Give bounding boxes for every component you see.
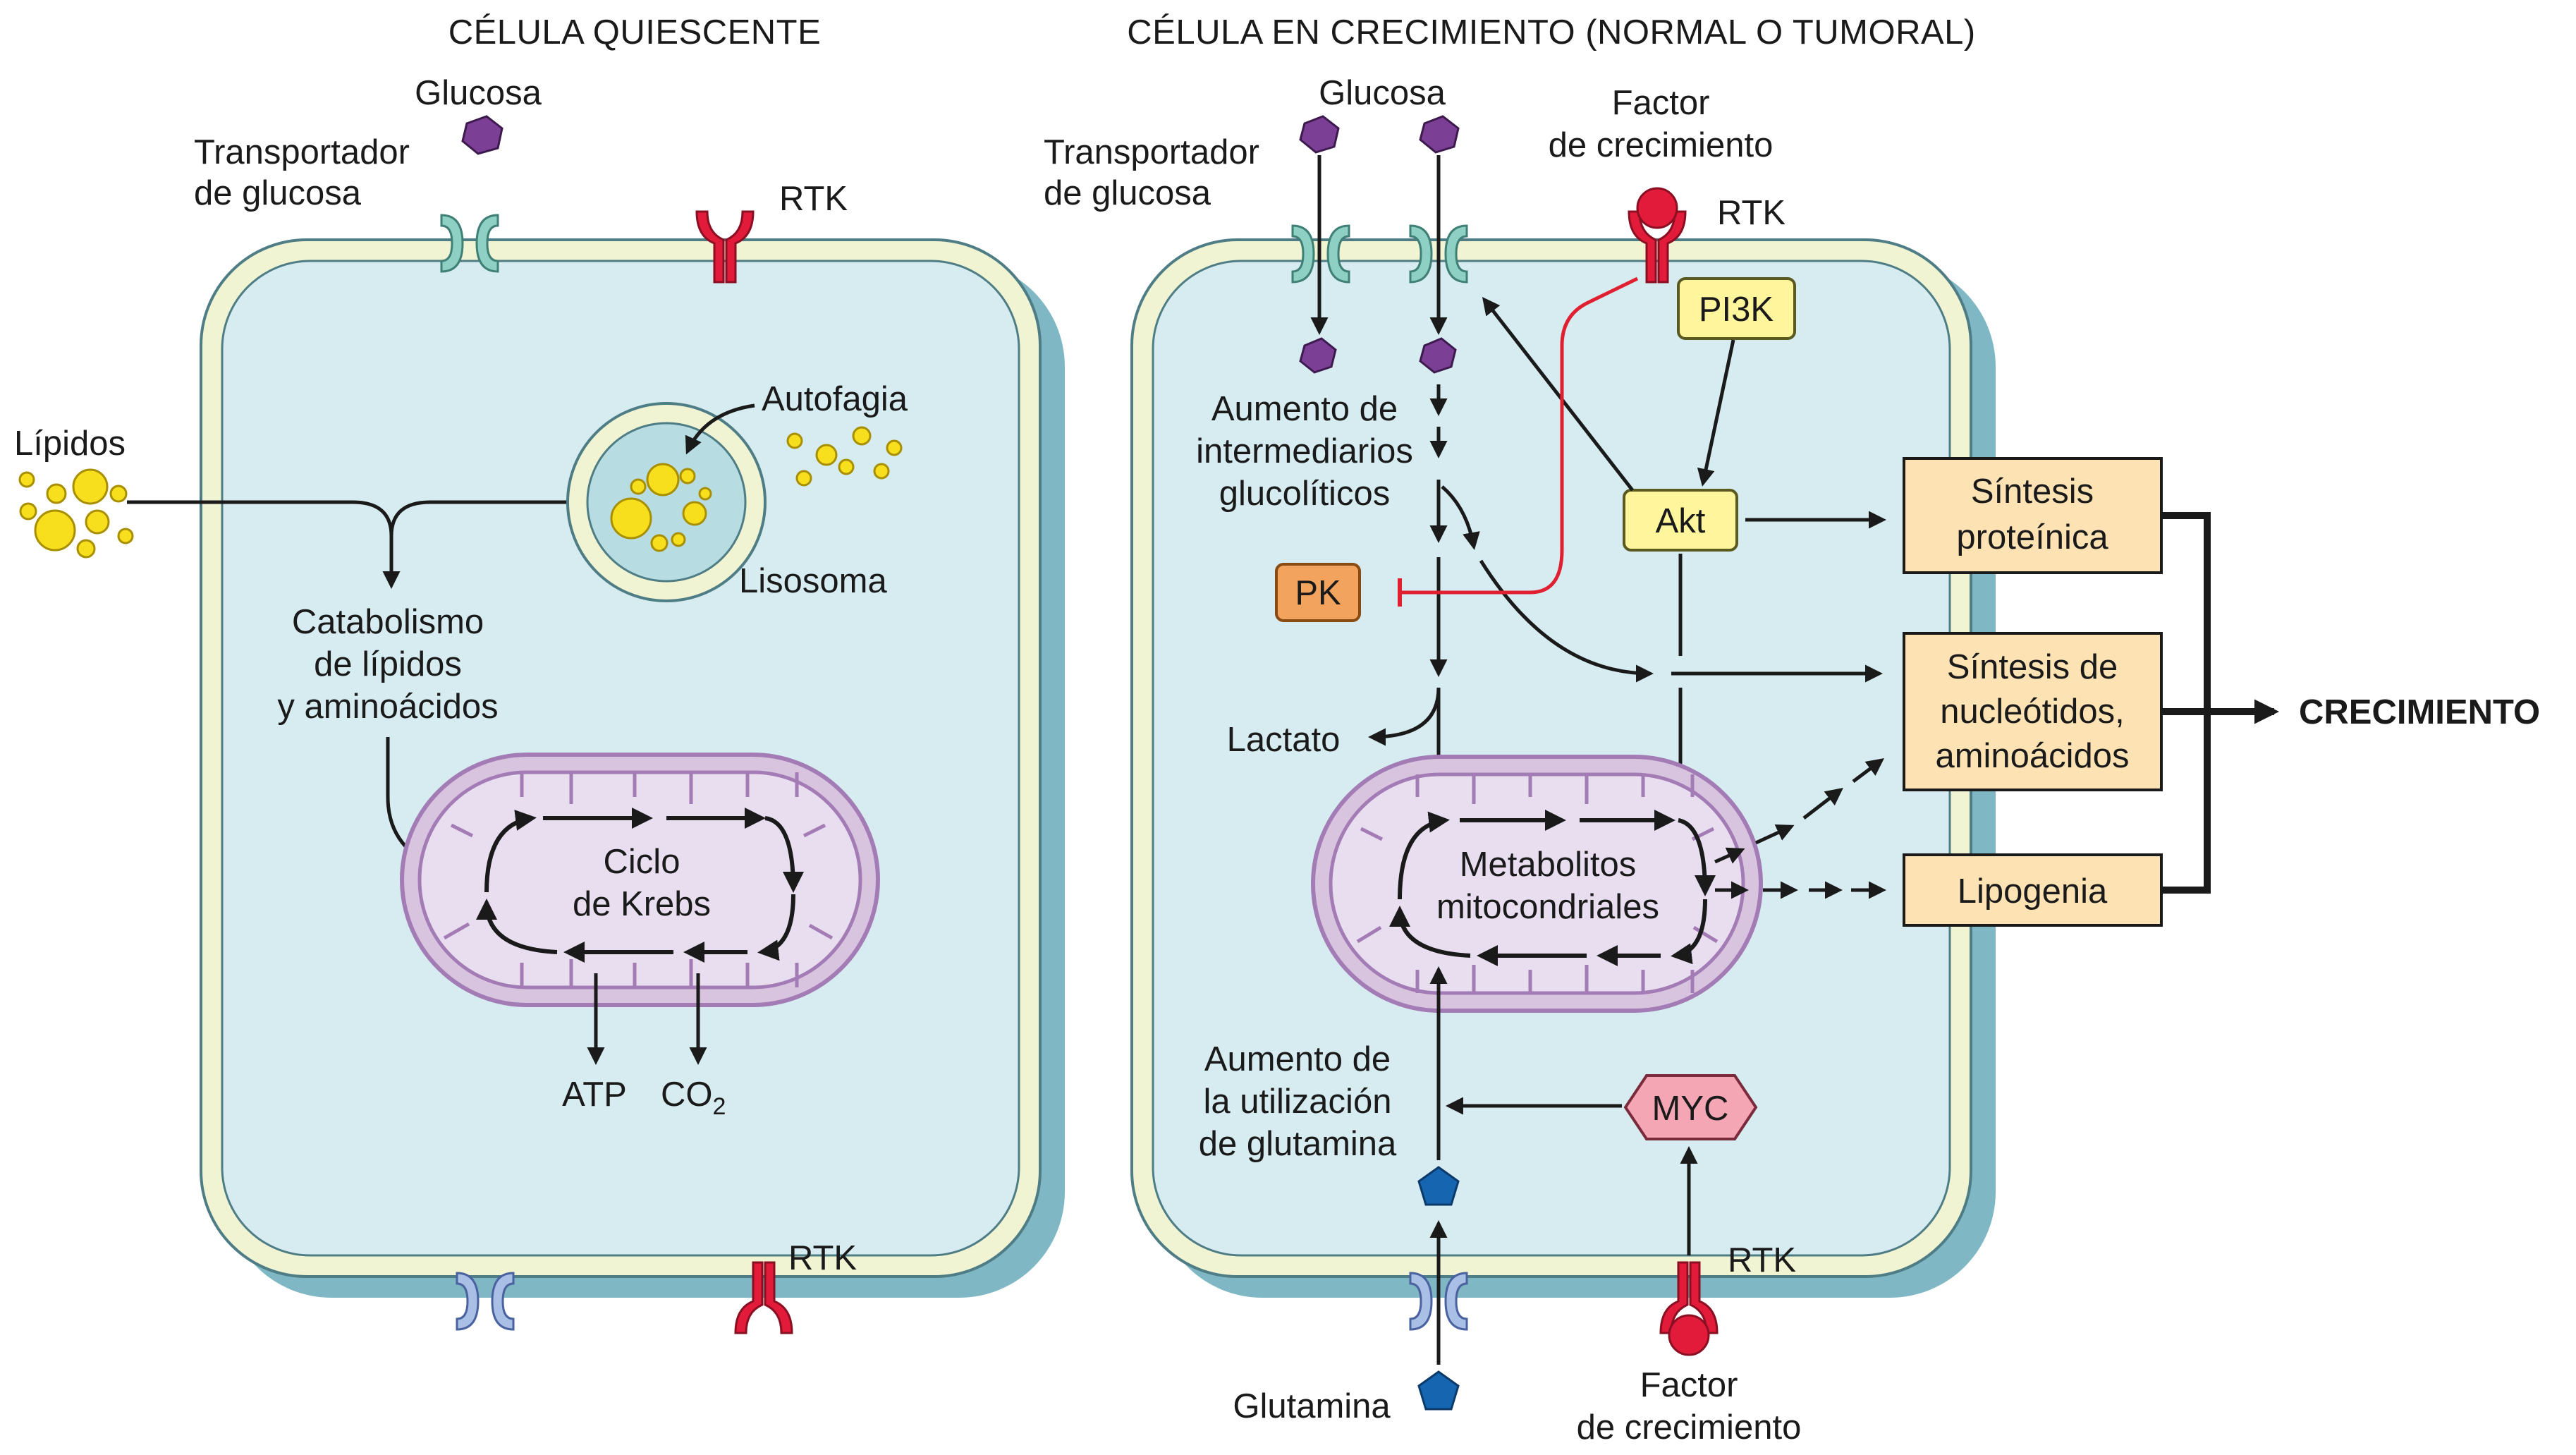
protein-synthesis-line2: proteínica — [1956, 518, 2108, 556]
title-growing: CÉLULA EN CRECIMIENTO (NORMAL O TUMORAL) — [1127, 13, 1975, 51]
pi3k-label: PI3K — [1699, 291, 1774, 329]
glucose-molecule-icon — [1419, 115, 1460, 154]
nucleotide-synthesis-line2: nucleótidos, — [1940, 693, 2125, 731]
glucose-transporter-icon — [1291, 224, 1350, 284]
protein-synthesis-line1: Síntesis — [1971, 473, 2094, 511]
lactate-label: Lactato — [1227, 721, 1341, 759]
glucose-molecule-icon — [1419, 337, 1457, 374]
glutamine-transporter-icon — [456, 1272, 515, 1331]
atp-label: ATP — [562, 1076, 627, 1114]
transporter-label-right-line2: de glucosa — [1044, 174, 1211, 212]
glutamine-use-line2: la utilización — [1204, 1083, 1392, 1121]
co2-subscript: 2 — [713, 1093, 726, 1120]
rtk-label: RTK — [779, 180, 848, 218]
autophagy-particles-icon — [786, 426, 903, 487]
krebs-cycle-arrows — [476, 808, 804, 963]
myc-hexagon — [1623, 1074, 1758, 1140]
growth-bracket — [2161, 512, 2211, 894]
title-quiescent: CÉLULA QUIESCENTE — [448, 13, 822, 51]
glucose-label-right: Glucosa — [1319, 74, 1446, 112]
glutamine-use-line3: de glutamina — [1199, 1125, 1397, 1163]
pi3k-box — [1677, 277, 1796, 340]
glucose-label: Glucosa — [415, 74, 542, 112]
rtk-receptor-icon — [695, 210, 755, 284]
protein-synthesis-box — [1903, 457, 2163, 574]
glucose-transporter-icon — [440, 214, 499, 273]
growth-factor-top-line1: Factor — [1612, 84, 1710, 122]
glutamine-molecule-icon — [1417, 1370, 1460, 1411]
lipid-droplets-icon — [18, 468, 134, 559]
glycolysis-pathway — [1368, 384, 1883, 808]
lipids-label: Lípidos — [14, 425, 126, 463]
transporter-label-line1: Transportador — [194, 133, 410, 171]
mito-metabolites-line1: Metabolitos — [1460, 846, 1637, 884]
growth-factor-bottom-line2: de crecimiento — [1577, 1408, 1802, 1447]
autophagy-arrow — [685, 403, 755, 455]
mitochondrion-icon — [1311, 755, 1763, 1013]
lysosome-label: Lisosoma — [739, 562, 887, 600]
mito-cycle-arrows — [1389, 810, 1716, 966]
akt-label: Akt — [1656, 502, 1706, 540]
krebs-label-line2: de Krebs — [573, 885, 711, 923]
glycolytic-label-line3: glucolíticos — [1219, 475, 1390, 513]
lysosome-flow-line — [389, 500, 568, 537]
mito-output-arrows — [1714, 758, 1886, 899]
transporter-label-line2: de glucosa — [194, 174, 362, 212]
myc-label: MYC — [1652, 1090, 1729, 1128]
nucleotide-synthesis-line3: aminoácidos — [1935, 737, 2129, 775]
pk-label: PK — [1295, 574, 1341, 612]
pk-inhibition-line — [1400, 276, 1639, 595]
glucose-molecule-icon — [1299, 115, 1340, 154]
mito-metabolites-line2: mitocondriales — [1436, 888, 1659, 926]
rtk-receptor-bottom-icon — [734, 1261, 793, 1334]
glutamine-use-line1: Aumento de — [1204, 1040, 1391, 1078]
catabolism-label-line3: y aminoácidos — [277, 688, 498, 726]
glycolytic-label-line2: intermediarios — [1196, 432, 1413, 470]
catabolism-label-line2: de lípidos — [314, 645, 462, 683]
pk-box — [1275, 563, 1361, 622]
krebs-label-line1: Ciclo — [604, 843, 680, 881]
glucose-transporter-icon — [1409, 224, 1468, 284]
rtk-bottom-label: RTK — [788, 1239, 857, 1277]
co2-text: CO — [661, 1076, 713, 1114]
glycolytic-label-line1: Aumento de — [1211, 390, 1398, 428]
rtk-bottom-label-right: RTK — [1728, 1241, 1796, 1279]
growth-factor-bottom-line1: Factor — [1640, 1366, 1738, 1404]
growth-factor-ligand-icon — [1636, 187, 1678, 229]
akt-box — [1623, 489, 1738, 552]
nucleotide-synthesis-box — [1903, 632, 2163, 791]
glucose-molecule-icon — [461, 115, 503, 155]
glutamine-transporter-icon — [1409, 1272, 1468, 1331]
growth-factor-top-line2: de crecimiento — [1549, 126, 1774, 164]
lipogenesis-label: Lipogenia — [1958, 872, 2108, 911]
glutamine-molecule-icon — [1417, 1166, 1460, 1206]
co2-label: CO2 — [661, 1076, 726, 1120]
rtk-receptor-icon — [1628, 210, 1687, 284]
growth-label: CRECIMIENTO — [2299, 693, 2540, 731]
growth-factor-ligand-icon — [1668, 1314, 1710, 1356]
transporter-label-right-line1: Transportador — [1044, 133, 1259, 171]
glutamine-label: Glutamina — [1233, 1387, 1391, 1425]
autophagy-label: Autofagia — [762, 380, 908, 418]
glucose-molecule-icon — [1299, 337, 1337, 374]
nucleotide-synthesis-line1: Síntesis de — [1947, 648, 2118, 686]
catabolism-label-line1: Catabolismo — [292, 603, 484, 641]
lysosome-icon — [566, 402, 767, 602]
rtk-label-right: RTK — [1717, 194, 1786, 232]
